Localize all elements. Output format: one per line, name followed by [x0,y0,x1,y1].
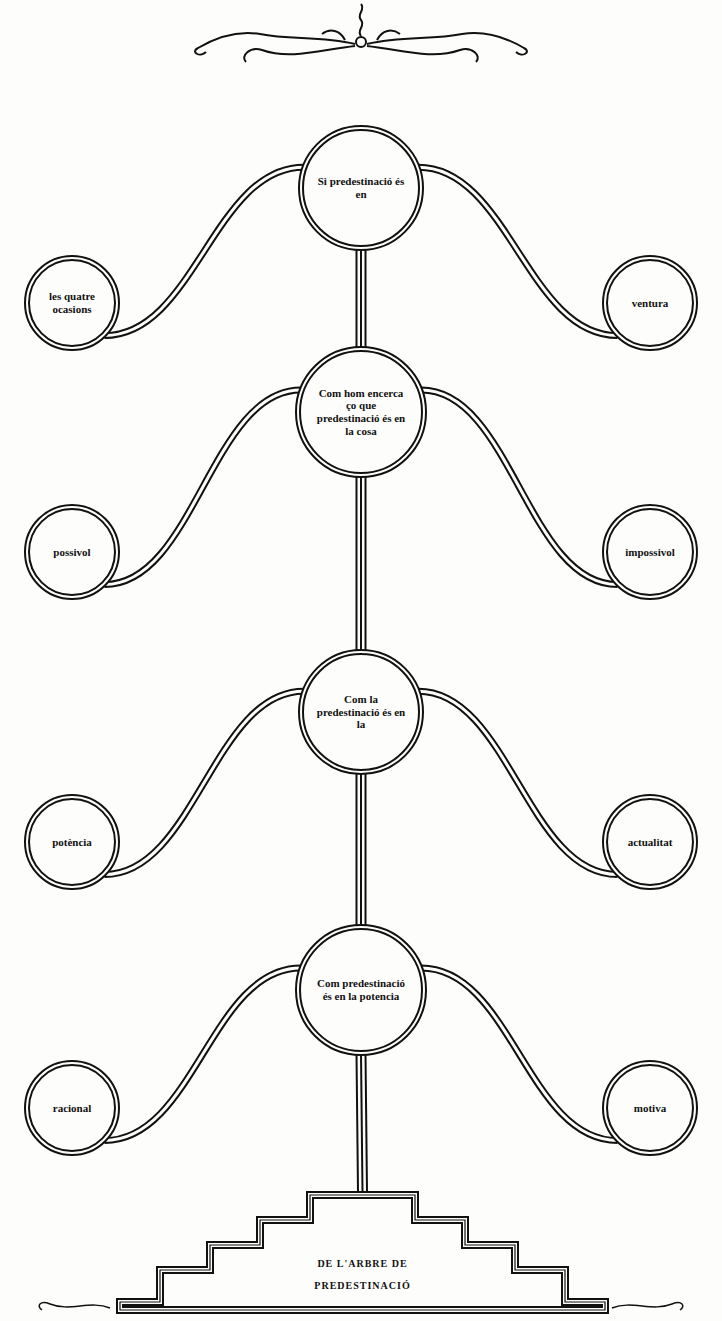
circle-label: possivol [53,546,90,559]
branch-connector [421,390,617,584]
connector-stroke [356,249,367,348]
connector-stroke [421,968,617,1140]
connector-stroke [361,1054,363,1192]
step-line [120,1195,605,1310]
pedestal-base: DE L'ARBRE DE PREDESTINACIÓ [115,1190,610,1315]
connector-stroke [356,476,367,651]
connector-stroke [421,968,617,1140]
circle-label: motiva [634,1102,666,1115]
branch-circle: racional [24,1060,120,1156]
branch-connector [105,167,304,335]
trunk-connector [361,1054,363,1192]
branch-circle: potència [24,794,120,890]
circle-label: Com hom encerca ço que predestinació és … [314,387,409,438]
trunk-circle: Com la predestinació és en la [298,649,424,775]
branch-circle: les quatre ocasions [24,255,120,351]
circle-label: actualitat [628,836,673,849]
connector-stroke [358,476,365,651]
connector-stroke [358,773,365,926]
circle-label: Com predestinació és en la potencia [314,977,409,1002]
circle-label: impossivol [625,546,675,559]
trunk-connector [361,773,362,926]
connector-stroke [360,773,362,926]
trunk-circle: Com predestinació és en la potencia [295,924,427,1056]
branch-circle: impossivol [602,504,698,600]
connector-stroke [361,1054,363,1192]
branch-connector [105,390,301,584]
connector-stroke [356,773,367,926]
connector-stroke [418,691,617,874]
circle-label: Si predestinació és en [316,175,407,200]
connector-stroke [418,691,617,874]
connector-stroke [105,691,304,874]
connector-stroke [105,968,301,1140]
connector-stroke [105,390,301,584]
connector-stroke [421,390,617,584]
branch-circle: ventura [602,255,698,351]
branch-connector [418,691,617,874]
branch-circle: possivol [24,504,120,600]
connector-stroke [105,390,301,584]
trunk-connector [361,249,362,348]
branch-circle: actualitat [602,794,698,890]
connector-stroke [361,1054,363,1192]
circle-label: Com la predestinació és en la [316,693,407,731]
circle-label: les quatre ocasions [38,290,107,315]
base-title: DE L'ARBRE DE PREDESTINACIÓ [285,1253,441,1297]
connector-stroke [360,249,362,348]
circle-label: ventura [632,297,669,310]
connector-stroke [105,691,304,874]
scroll-ornament [195,4,527,62]
connector-stroke [421,390,617,584]
circle-label: racional [53,1102,92,1115]
connector-stroke [418,167,617,335]
step-line [120,1195,605,1310]
trunk-circle: Si predestinació és en [298,125,424,251]
circle-label: potència [52,836,92,849]
branch-connector [421,968,617,1140]
connector-stroke [358,249,365,348]
trunk-connector [361,476,362,651]
branch-connector [105,968,301,1140]
connector-stroke [105,167,304,335]
connector-stroke [418,167,617,335]
branch-connector [418,167,617,335]
step-line [120,1195,605,1310]
branch-connector [105,691,304,874]
connector-stroke [360,476,362,651]
trunk-circle: Com hom encerca ço que predestinació és … [295,346,427,478]
connector-stroke [105,968,301,1140]
connector-stroke [105,167,304,335]
branch-circle: motiva [602,1060,698,1156]
